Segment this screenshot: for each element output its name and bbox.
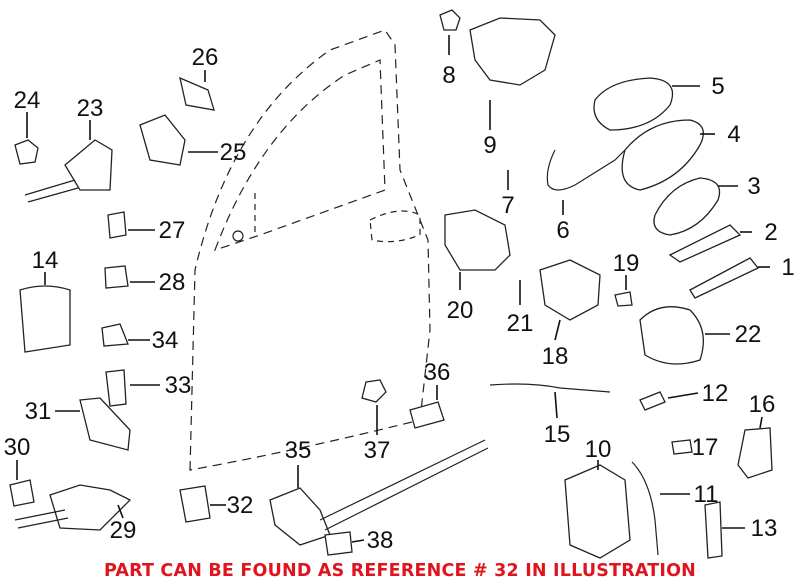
callout-number: 3 bbox=[747, 173, 760, 200]
callout-number: 9 bbox=[483, 132, 496, 159]
callout-number: 37 bbox=[364, 437, 391, 464]
callout-number: 8 bbox=[442, 62, 455, 89]
leader-line bbox=[759, 416, 763, 429]
callout-number: 18 bbox=[542, 343, 569, 370]
leader-line bbox=[667, 392, 699, 399]
callout-number: 33 bbox=[165, 372, 192, 399]
callout-number: 21 bbox=[507, 310, 534, 337]
leader-lines bbox=[16, 35, 770, 543]
callout-number: 38 bbox=[367, 527, 394, 554]
callout-number: 26 bbox=[192, 44, 219, 71]
callout-number: 23 bbox=[77, 95, 104, 122]
callout-number: 29 bbox=[110, 517, 137, 544]
part-reference-notice: PART CAN BE FOUND AS REFERENCE # 32 IN I… bbox=[103, 561, 697, 581]
callout-number: 2 bbox=[764, 219, 777, 246]
leader-line bbox=[554, 319, 561, 341]
callout-number: 4 bbox=[727, 121, 740, 148]
callout-number: 28 bbox=[159, 269, 186, 296]
callout-number: 17 bbox=[692, 434, 719, 461]
leader-line bbox=[117, 504, 124, 519]
callout-number: 14 bbox=[32, 247, 59, 274]
callout-number: 30 bbox=[4, 434, 31, 461]
callout-number: 19 bbox=[613, 250, 640, 277]
callout-number: 22 bbox=[735, 321, 762, 348]
callout-number: 6 bbox=[556, 217, 569, 244]
callout-number: 25 bbox=[220, 139, 247, 166]
callout-number: 15 bbox=[544, 421, 571, 448]
door-outline bbox=[189, 29, 431, 471]
callout-number: 10 bbox=[585, 436, 612, 463]
door-lock-parts bbox=[269, 9, 773, 559]
callout-number: 20 bbox=[447, 297, 474, 324]
callout-number: 16 bbox=[749, 391, 776, 418]
callout-number: 36 bbox=[424, 359, 451, 386]
callout-number: 7 bbox=[501, 192, 514, 219]
callout-number: 27 bbox=[159, 217, 186, 244]
callout-number: 1 bbox=[781, 254, 794, 281]
callout-number: 24 bbox=[14, 87, 41, 114]
callout-number: 13 bbox=[751, 515, 778, 542]
bracket-parts bbox=[9, 76, 215, 531]
callout-number: 32 bbox=[227, 492, 254, 519]
leader-line bbox=[554, 391, 558, 419]
leader-line bbox=[351, 539, 365, 543]
callout-number: 5 bbox=[711, 73, 724, 100]
callout-number: 35 bbox=[285, 437, 312, 464]
callout-number: 34 bbox=[152, 327, 179, 354]
callout-number: 11 bbox=[694, 481, 719, 508]
callout-number: 12 bbox=[702, 380, 729, 407]
callout-number: 31 bbox=[25, 398, 52, 425]
